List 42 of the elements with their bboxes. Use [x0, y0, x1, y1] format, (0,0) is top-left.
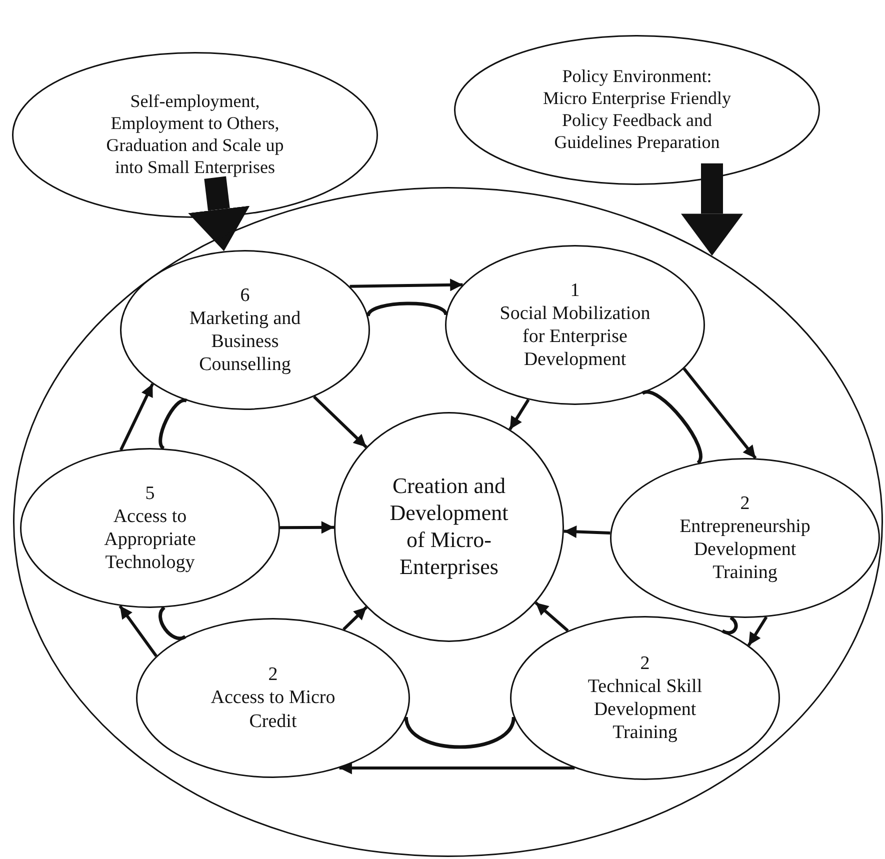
- arrow: [342, 606, 368, 630]
- process-ellipse: [20, 448, 280, 608]
- process-ellipse: [120, 250, 370, 410]
- process-ellipse: [510, 616, 780, 780]
- node-text: Marketing and Business Counselling: [188, 306, 302, 376]
- node-text: Social Mobilization for Enterprise Development: [498, 302, 652, 372]
- node-text: Self-employment, Employment to Others, Graduation and Scale up into Small Enterprises: [105, 91, 285, 179]
- process-ellipse: [136, 618, 410, 778]
- node-text: Access to Micro Credit: [210, 686, 336, 733]
- node-text: 2: [639, 652, 651, 675]
- node-text: Policy Environment:: [561, 66, 713, 88]
- arrow: [339, 762, 575, 774]
- node-text: 1: [569, 278, 581, 302]
- arrow: [313, 396, 368, 448]
- node-text: 6: [239, 284, 251, 307]
- connector-arc: [404, 716, 516, 749]
- arrow: [508, 398, 530, 430]
- node-text: Access to Appropriate Technology: [103, 504, 197, 574]
- process-ellipse: [334, 412, 564, 642]
- arrow: [682, 368, 757, 460]
- process-ellipse: [445, 245, 705, 405]
- process-ellipse: [12, 52, 378, 218]
- node-text: 2: [739, 492, 751, 515]
- node-text: Creation and Development of Micro-Enterprises: [388, 473, 510, 581]
- arrow: [280, 521, 334, 534]
- node-text: 2: [267, 663, 279, 686]
- node-text: Micro Enterprise Friendly Policy Feedback and Guidelines Preparation: [542, 88, 732, 154]
- block-arrow: [681, 163, 743, 256]
- arrow: [120, 383, 154, 451]
- node-text: Technical Skill Development Training: [586, 674, 704, 744]
- boundary-ellipse: [13, 187, 883, 857]
- process-ellipse: [610, 458, 880, 618]
- arrow: [350, 278, 463, 292]
- connector-arc: [722, 616, 738, 634]
- node-text: 5: [144, 482, 156, 505]
- arrow: [564, 525, 610, 538]
- arrow: [747, 616, 768, 646]
- process-ellipse: [454, 35, 820, 185]
- arrow: [118, 604, 158, 657]
- block-arrow: [188, 176, 250, 252]
- node-text: Entrepreneurship Development Training: [678, 514, 812, 584]
- arrow: [534, 601, 569, 632]
